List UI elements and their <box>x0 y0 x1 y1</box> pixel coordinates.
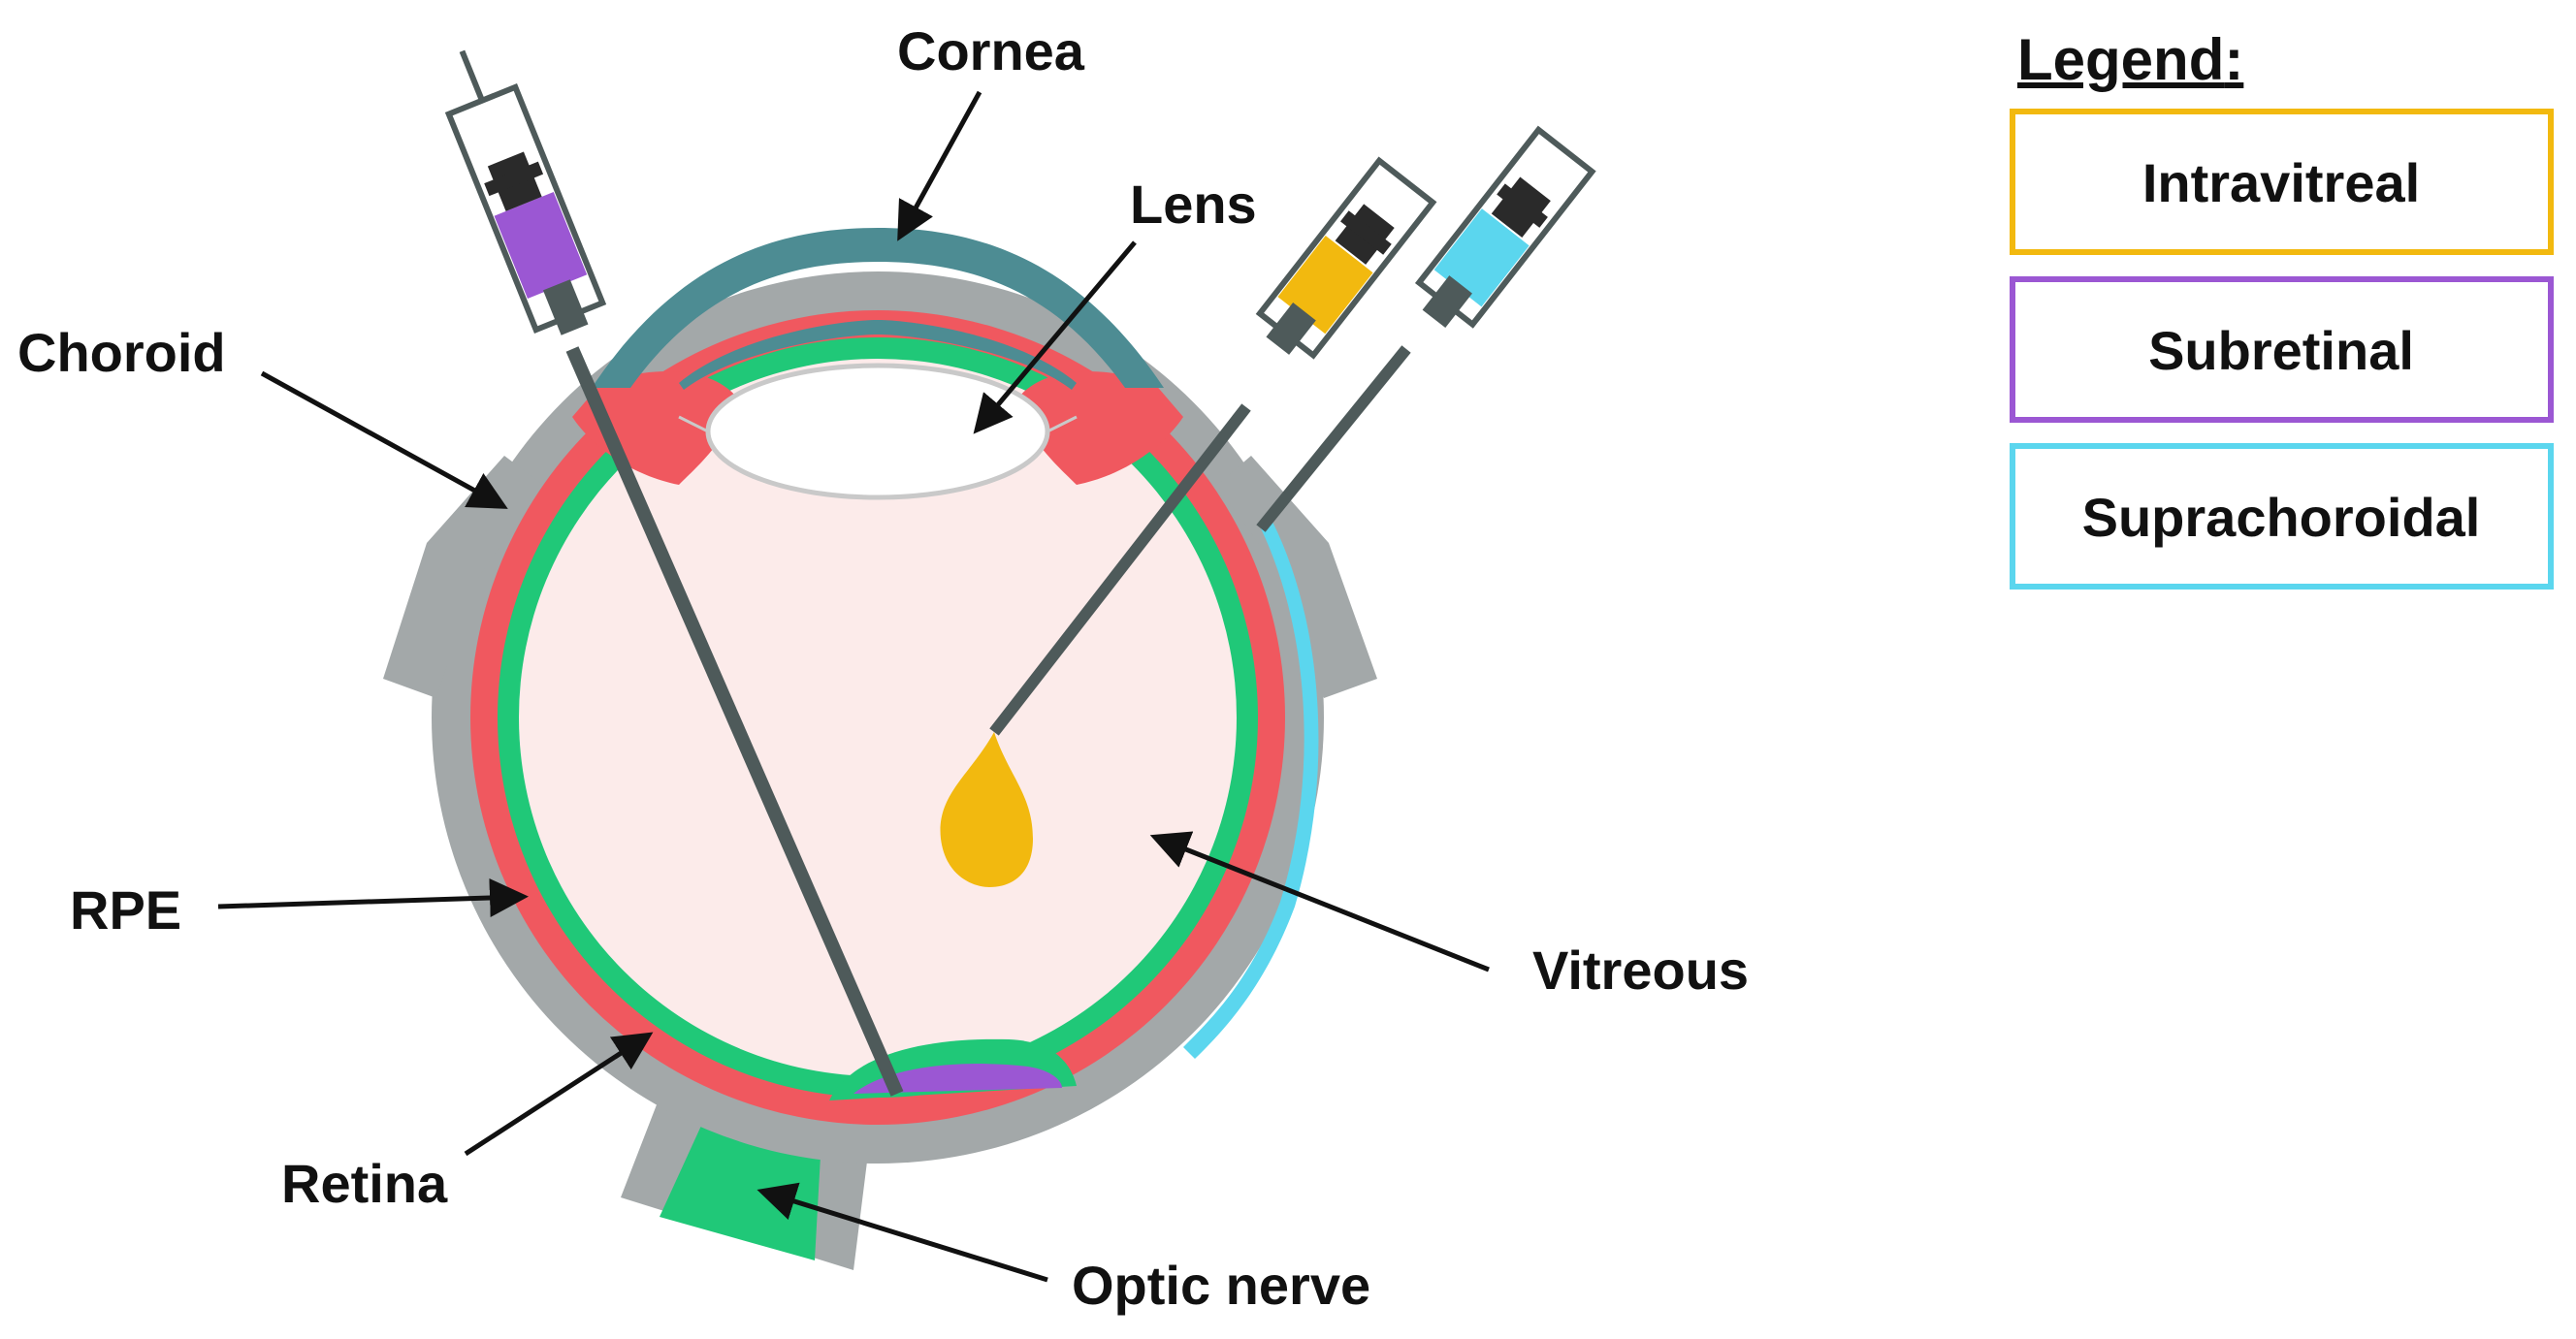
subretinal-bleb <box>853 1064 1062 1094</box>
intravitreal-needle <box>989 403 1251 736</box>
label-rpe: RPE <box>70 879 181 940</box>
label-vitreous: Vitreous <box>1532 940 1749 1001</box>
legend-box-suprachoroidal <box>2010 443 2554 590</box>
intravitreal-syringe <box>1255 156 1437 360</box>
arrow-retina <box>464 1032 654 1157</box>
subretinal-needle <box>565 346 904 1097</box>
iris <box>679 320 1077 390</box>
arrow-lens <box>973 240 1137 434</box>
label-retina: Retina <box>281 1153 448 1214</box>
legend-box-subretinal <box>2010 276 2554 423</box>
cornea <box>592 228 1164 388</box>
suprachoroidal-needle <box>1256 345 1411 532</box>
arrow-cornea <box>897 90 982 241</box>
legend-label-intravitreal: Intravitreal <box>2142 152 2420 213</box>
label-lens: Lens <box>1130 174 1257 235</box>
sclera-right-flange <box>1217 456 1377 698</box>
legend: Legend: Intravitreal Subretinal Supracho… <box>2010 27 2554 590</box>
label-cornea: Cornea <box>897 20 1085 81</box>
label-optic-nerve: Optic nerve <box>1072 1255 1370 1316</box>
legend-box-intravitreal <box>2010 109 2554 255</box>
legend-label-subretinal: Subretinal <box>2148 320 2414 381</box>
arrow-optic-nerve <box>757 1182 1048 1283</box>
lens <box>705 363 1050 500</box>
zonule-left <box>678 415 709 433</box>
intravitreal-drop <box>940 732 1033 887</box>
zonule-right <box>1046 415 1078 433</box>
suprachoroidal-layer <box>1183 522 1319 1059</box>
label-choroid: Choroid <box>17 322 226 383</box>
vitreous <box>519 359 1237 1076</box>
subretinal-syringe <box>444 49 607 335</box>
ciliary-body-right <box>1018 371 1183 485</box>
arrow-vitreous <box>1149 831 1490 972</box>
suprachoroidal-syringe <box>1414 125 1596 329</box>
legend-label-suprachoroidal: Suprachoroidal <box>2082 487 2481 548</box>
arrow-rpe <box>217 877 529 917</box>
arrow-choroid <box>260 370 508 509</box>
sclera-left-flange <box>383 456 543 698</box>
legend-title: Legend: <box>2017 27 2243 92</box>
